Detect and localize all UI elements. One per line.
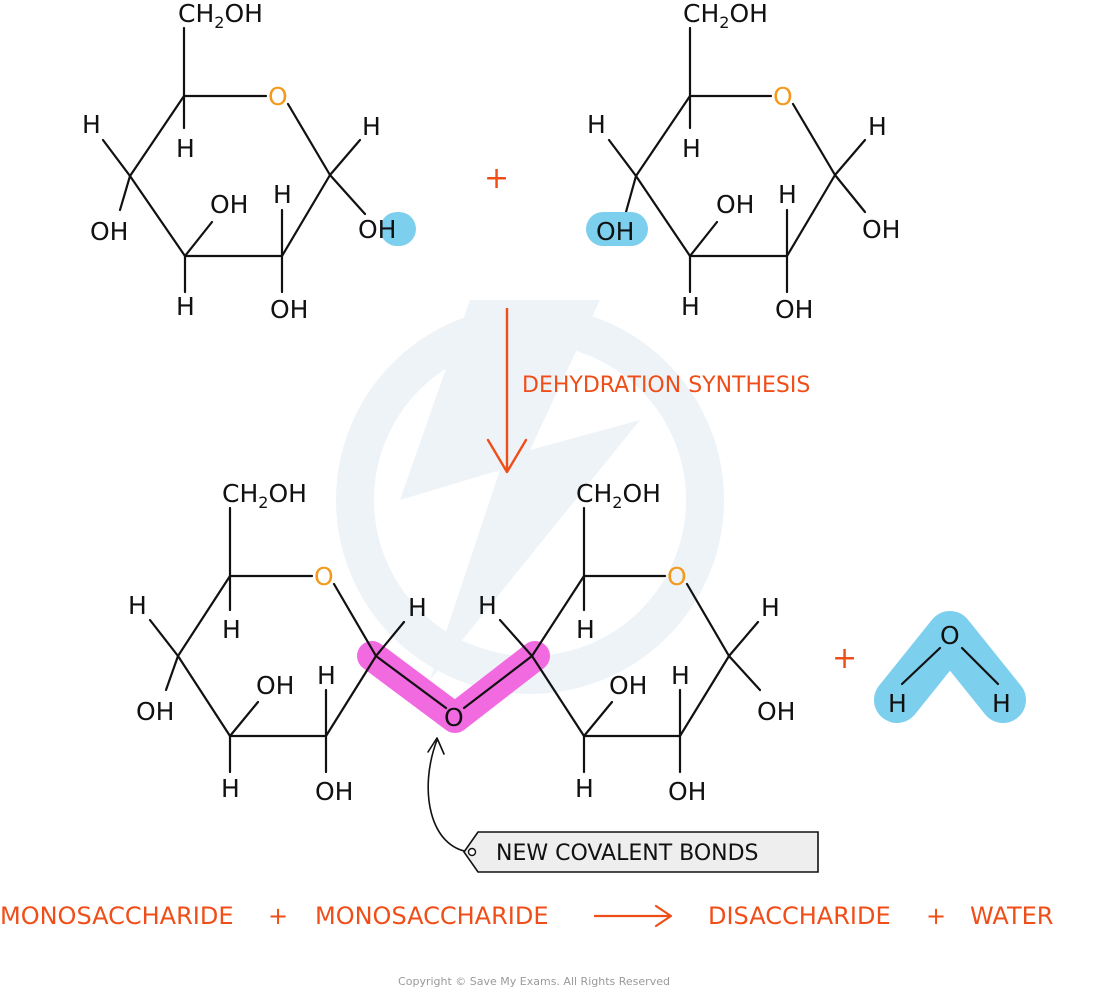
- h-label: H: [317, 661, 336, 690]
- h-label: H: [868, 112, 887, 141]
- ch2oh-label: CH2OH: [576, 479, 661, 512]
- equation-product-water: WATER: [970, 902, 1053, 930]
- h-label: H: [82, 110, 101, 139]
- h-label: H: [671, 661, 690, 690]
- oh-label: OH: [270, 295, 308, 324]
- water-hydrogen: H: [888, 689, 907, 718]
- equation-term-monosaccharide-2: MONOSACCHARIDE: [315, 902, 549, 930]
- ring-oxygen: O: [667, 562, 687, 591]
- h-label: H: [681, 292, 700, 321]
- ring-oxygen: O: [314, 562, 334, 591]
- oh-label: OH: [256, 671, 294, 700]
- dehydration-synthesis-label: DEHYDRATION SYNTHESIS: [522, 373, 810, 398]
- h-label: H: [575, 774, 594, 803]
- ring-oxygen: O: [268, 82, 288, 111]
- plus-sign: +: [484, 161, 509, 196]
- h-label: H: [176, 292, 195, 321]
- oh-label: OH: [757, 697, 795, 726]
- h-label: H: [778, 180, 797, 209]
- glycosidic-oxygen: O: [444, 703, 464, 732]
- h-label: H: [222, 615, 241, 644]
- equation-plus-1: +: [268, 902, 288, 930]
- h-label: H: [176, 134, 195, 163]
- oh-label: OH: [716, 190, 754, 219]
- oh-label: OH: [668, 777, 706, 806]
- oh-label: OH: [775, 295, 813, 324]
- ch2oh-label: CH2OH: [683, 0, 768, 32]
- h-label: H: [128, 591, 147, 620]
- pointer-arrow: [427, 737, 471, 853]
- h-label: H: [587, 110, 606, 139]
- oh-label: OH: [315, 777, 353, 806]
- removed-hydroxyl-highlight: [586, 212, 648, 246]
- oh-label: OH: [90, 217, 128, 246]
- equation-plus-2: +: [926, 902, 946, 930]
- oh-label: OH: [358, 215, 396, 244]
- equation-product-disaccharide: DISACCHARIDE: [708, 902, 891, 930]
- h-label: H: [761, 593, 780, 622]
- disaccharide-right-ring: CH2OH O H H H OH H OH H OH: [478, 479, 795, 806]
- h-label: H: [682, 134, 701, 163]
- ch2oh-label: CH2OH: [178, 0, 263, 32]
- reaction-arrow: [486, 308, 528, 474]
- water-molecule: O H H: [874, 611, 1026, 723]
- plus-sign: +: [832, 641, 857, 676]
- word-equation: MONOSACCHARIDE + MONOSACCHARIDE DISACCHA…: [0, 902, 1053, 930]
- oh-label: OH: [862, 215, 900, 244]
- h-label: H: [478, 591, 497, 620]
- h-label: H: [221, 774, 240, 803]
- oh-label: OH: [136, 697, 174, 726]
- copyright-text: Copyright © Save My Exams. All Rights Re…: [398, 975, 670, 988]
- equation-term-monosaccharide-1: MONOSACCHARIDE: [0, 902, 234, 930]
- ch2oh-label: CH2OH: [222, 479, 307, 512]
- h-label: H: [362, 112, 381, 141]
- new-covalent-bonds-tag: NEW COVALENT BONDS: [463, 831, 819, 873]
- water-oxygen: O: [940, 621, 960, 650]
- tag-label: NEW COVALENT BONDS: [496, 841, 759, 866]
- h-label: H: [273, 180, 292, 209]
- h-label: H: [408, 593, 427, 622]
- water-hydrogen: H: [992, 689, 1011, 718]
- disaccharide-left-ring: CH2OH O H H OH H OH H OH H: [128, 479, 427, 806]
- glycosidic-bond-highlight: [357, 641, 550, 733]
- h-label: H: [576, 615, 595, 644]
- glucose-left: CH2OH O H H OH H OH H OH H OH: [82, 0, 416, 324]
- oh-label: OH: [596, 217, 634, 246]
- removed-hydrogen-highlight: [380, 212, 416, 246]
- oh-label: OH: [609, 671, 647, 700]
- ring-oxygen: O: [773, 82, 793, 111]
- oh-label: OH: [210, 190, 248, 219]
- glucose-right: CH2OH O H H OH H OH H OH H OH: [586, 0, 900, 324]
